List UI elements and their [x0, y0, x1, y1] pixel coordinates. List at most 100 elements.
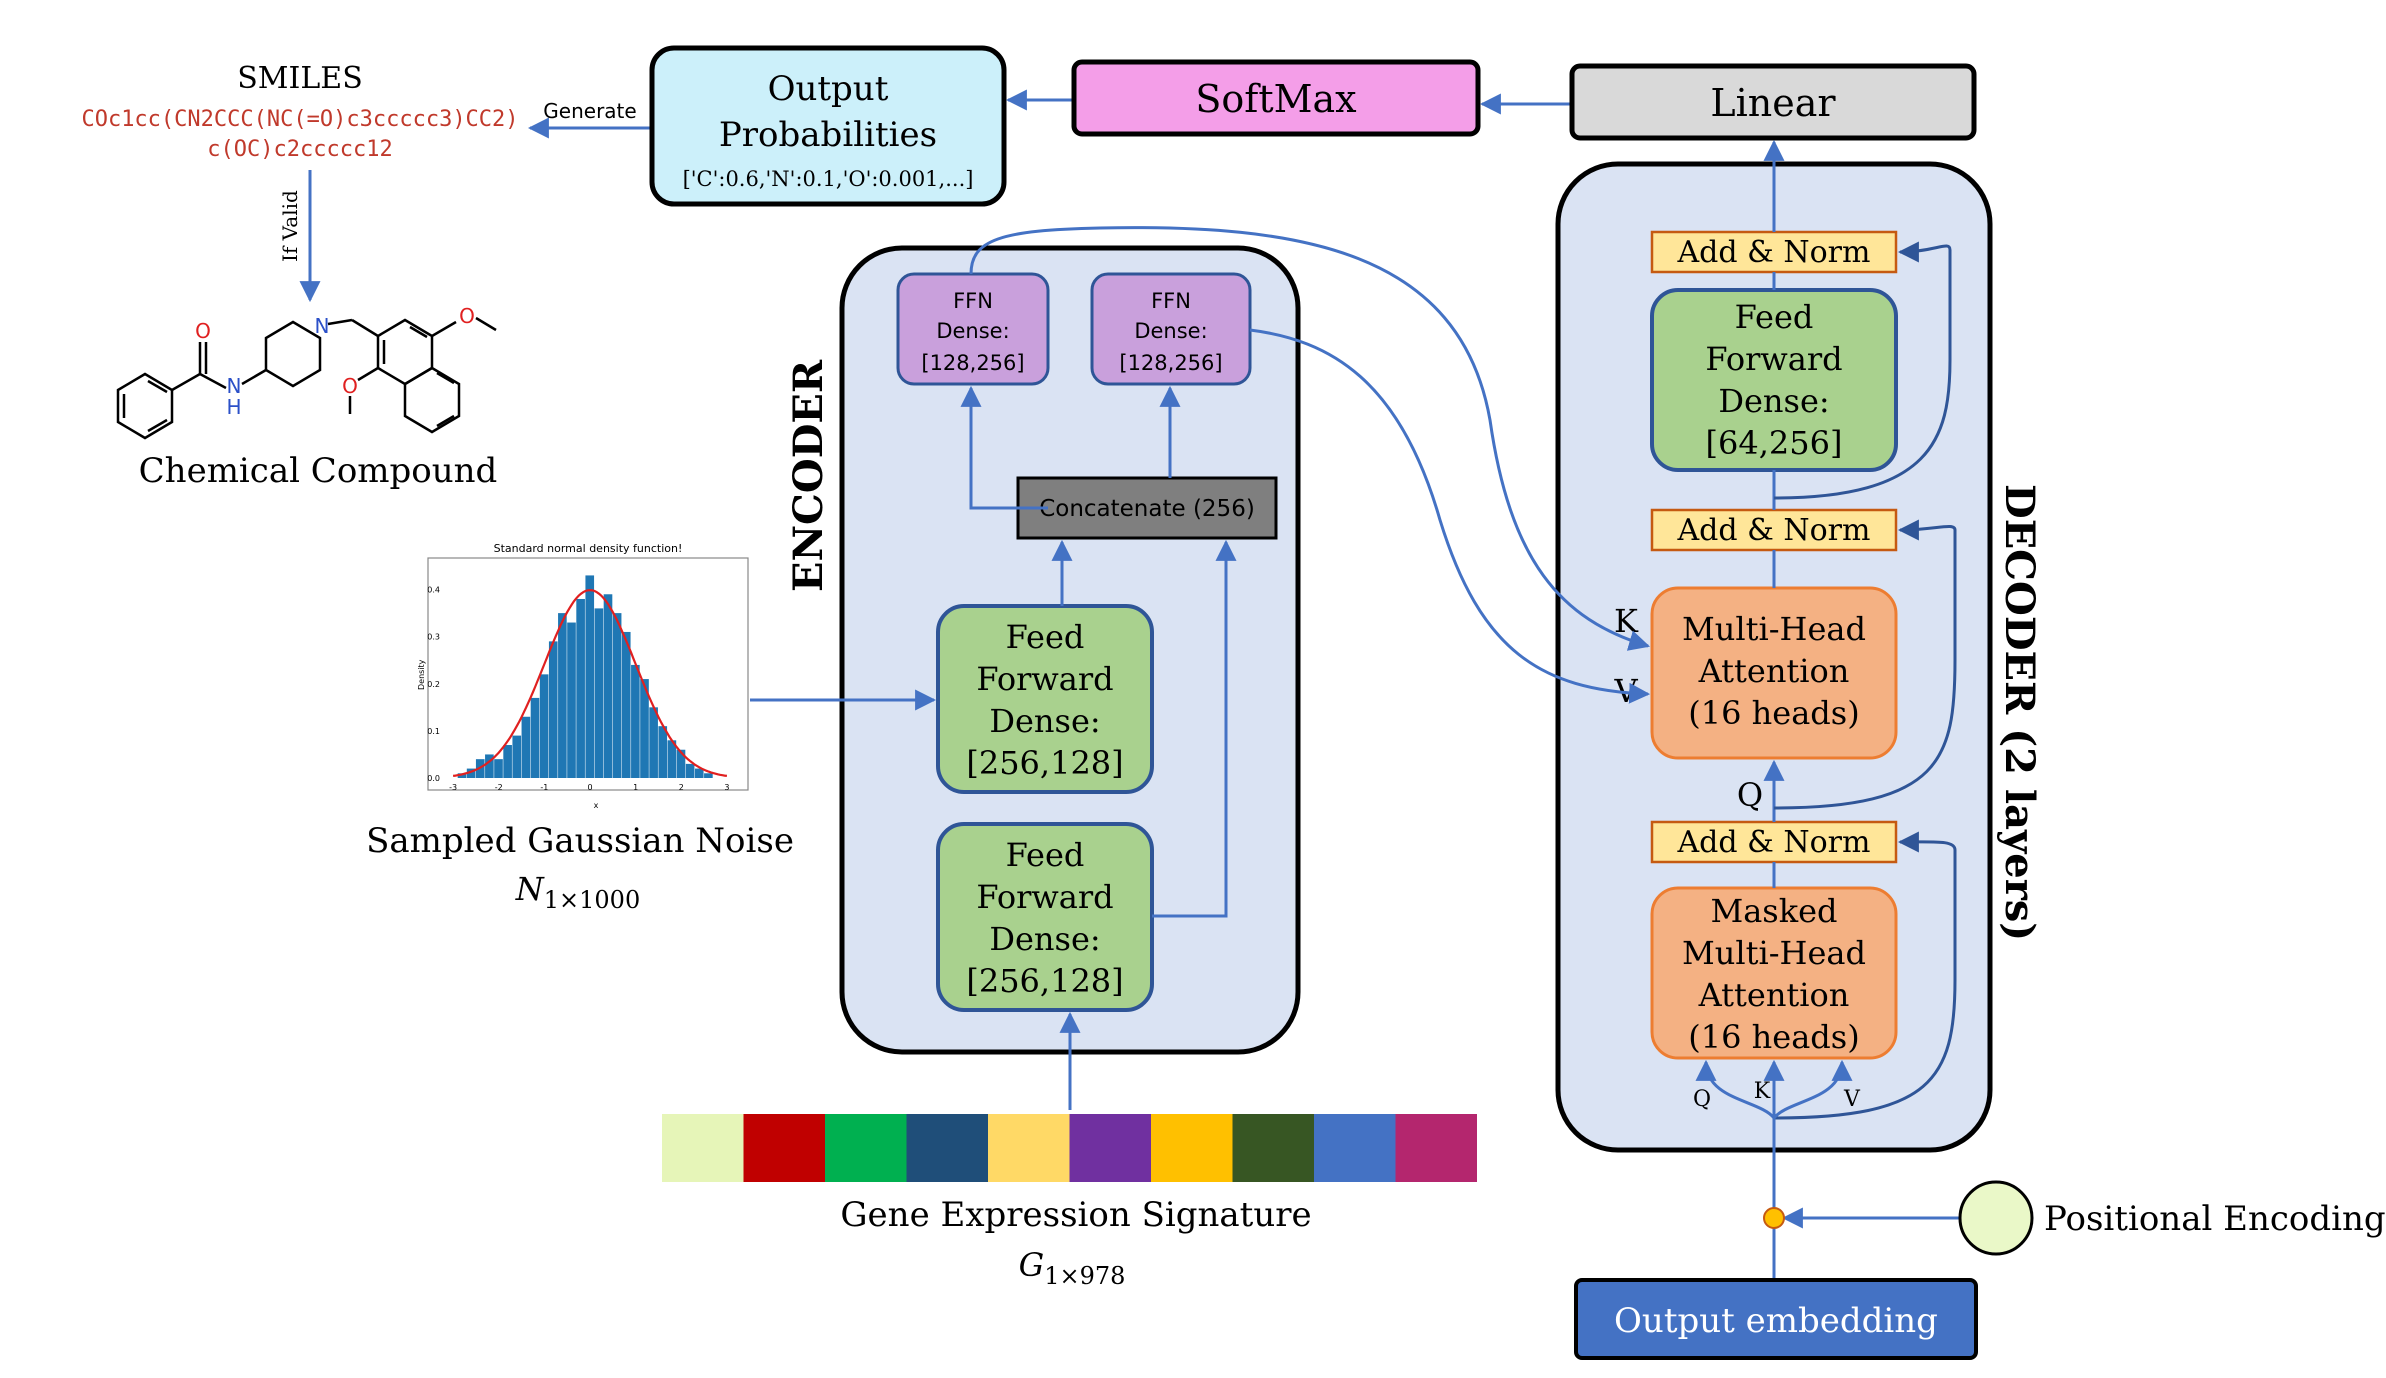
- histogram-title: Standard normal density function!: [494, 542, 683, 555]
- noise-math: N1×1000: [515, 870, 640, 914]
- gene-strip-cell: [1395, 1114, 1477, 1182]
- histogram-xticks: -3 -2 -1 0 1 2 3: [449, 783, 729, 792]
- linear-box: Linear: [1569, 63, 1977, 141]
- output-probabilities-line-2: Probabilities: [719, 115, 937, 155]
- gene-caption: Gene Expression Signature: [840, 1195, 1311, 1235]
- histogram-bar: [558, 613, 567, 778]
- molecule-structure: [116, 316, 497, 440]
- histogram-xtick-label: -3: [449, 783, 457, 792]
- gene-strip-cell: [1314, 1114, 1396, 1182]
- atom-o-methoxy-bottom: O: [342, 374, 358, 398]
- density-curve: [452, 588, 728, 777]
- histogram-ytick-label: 0.1: [427, 727, 440, 736]
- sum-node: [1763, 1207, 1785, 1229]
- histogram-bar: [466, 768, 476, 778]
- histogram-bar: [585, 575, 595, 778]
- residual-ff-arrow: [1773, 241, 1952, 500]
- histogram-bar: [631, 664, 640, 778]
- softmax-box: SoftMax: [1071, 59, 1481, 137]
- naphthalene-ring-a: [376, 318, 434, 386]
- masked-mha-line-4: (16 heads): [1688, 1018, 1859, 1056]
- histogram-bar: [539, 674, 549, 778]
- residual-masked-arrow: [1773, 831, 1957, 1120]
- add-norm-top-box: Add & Norm: [1650, 230, 1898, 274]
- masked-mha-line-3: Attention: [1698, 976, 1850, 1014]
- ffn-left-line-1: FFN: [953, 289, 993, 313]
- histogram-bars: [457, 575, 713, 778]
- ffn-left-line-3: [128,256]: [921, 351, 1024, 375]
- smiles-line-1: COc1cc(CN2CCC(NC(=O)c3ccccc3)CC2): [81, 107, 518, 132]
- decoder-ff-line-4: [64,256]: [1706, 424, 1843, 462]
- encoder-ff-bottom-line-3: Dense:: [989, 920, 1100, 958]
- encoder-ff-top-line-1: Feed: [1006, 618, 1085, 656]
- add-norm-bottom-label: Add & Norm: [1677, 825, 1871, 860]
- histogram-bar: [485, 754, 494, 778]
- piperidine-ring: [264, 320, 322, 388]
- atom-o-carbonyl: O: [195, 319, 211, 343]
- ffn-right-box: FFN Dense: [128,256]: [1090, 272, 1252, 386]
- gene-strip-cell: [988, 1114, 1070, 1182]
- gene-strip-cell: [825, 1114, 907, 1182]
- encoder-title: ENCODER: [785, 359, 832, 592]
- benzene-ring: [116, 372, 174, 440]
- gene-expression-strip: [662, 1114, 1477, 1182]
- histogram-ytick-label: 0.3: [427, 633, 440, 642]
- encoder-ff-top-line-4: [256,128]: [966, 744, 1123, 782]
- positional-encoding-label: Positional Encoding: [2044, 1199, 2386, 1239]
- output-probabilities-line-1: Output: [768, 69, 889, 109]
- histogram-bar: [494, 759, 503, 778]
- encoder-ff-top-box: Feed Forward Dense: [256,128]: [936, 604, 1154, 794]
- encoder-k-arrow: [969, 226, 1651, 651]
- masked-q-arrow: [1695, 1059, 1776, 1120]
- histogram-bar: [658, 726, 668, 778]
- gene-strip-cell: [906, 1114, 988, 1182]
- masked-mha-line-2: Multi-Head: [1682, 934, 1866, 972]
- output-probabilities-box: Output Probabilities ['C':0.6,'N':0.1,'O…: [649, 45, 1007, 207]
- ff-bottom-to-concat-arrow: [1152, 539, 1237, 918]
- ffn-right-line-1: FFN: [1151, 289, 1191, 313]
- residual-mha-arrow: [1773, 519, 1957, 810]
- add-norm-top-label: Add & Norm: [1677, 235, 1871, 270]
- histogram-xtick-label: -2: [495, 783, 503, 792]
- noise-histogram: Standard normal density function! Densit…: [417, 542, 749, 810]
- mha-q-label: Q: [1737, 776, 1763, 814]
- histogram-xtick-label: 1: [633, 783, 638, 792]
- histogram-bar: [704, 773, 713, 778]
- encoder-ff-bottom-line-4: [256,128]: [966, 962, 1123, 1000]
- gene-math-main: G: [1019, 1246, 1045, 1284]
- softmax-label: SoftMax: [1195, 77, 1356, 121]
- ffn-left-box: FFN Dense: [128,256]: [896, 272, 1050, 386]
- atom-o-methoxy-top: O: [459, 304, 475, 328]
- histogram-bar: [512, 735, 522, 778]
- gene-strip-cell: [743, 1114, 825, 1182]
- decoder-ff-line-3: Dense:: [1718, 382, 1829, 420]
- smiles-title: SMILES: [237, 61, 363, 96]
- noise-math-main: N: [515, 870, 545, 908]
- histogram-xtick-label: -1: [540, 783, 548, 792]
- histogram-xtick-label: 2: [679, 783, 684, 792]
- masked-v-arrow: [1772, 1059, 1853, 1120]
- add-norm-mid-box: Add & Norm: [1650, 508, 1898, 552]
- encoder-v-arrow: [1249, 328, 1651, 704]
- encoder-ff-top-line-3: Dense:: [989, 702, 1100, 740]
- histogram-bar: [649, 707, 658, 778]
- histogram-bar: [567, 622, 576, 778]
- output-probabilities-line-3: ['C':0.6,'N':0.1,'O':0.001,...]: [683, 167, 974, 191]
- histogram-xtick-label: 3: [724, 783, 729, 792]
- linear-label: Linear: [1710, 81, 1836, 125]
- masked-mha-box: Masked Multi-Head Attention (16 heads): [1650, 886, 1898, 1060]
- noise-caption: Sampled Gaussian Noise: [366, 821, 794, 861]
- if-valid-label: If Valid: [278, 190, 302, 262]
- histogram-xlabel: x: [594, 801, 599, 810]
- ffn-right-line-3: [128,256]: [1119, 351, 1222, 375]
- encoder-ff-bottom-line-1: Feed: [1006, 836, 1085, 874]
- concatenate-box: Concatenate (256): [1016, 476, 1278, 540]
- histogram-bar: [530, 697, 540, 778]
- decoder-ff-box: Feed Forward Dense: [64,256]: [1650, 288, 1898, 472]
- output-embedding-label: Output embedding: [1614, 1301, 1938, 1341]
- ffn-right-line-2: Dense:: [1134, 319, 1207, 343]
- histogram-xtick-label: 0: [587, 783, 592, 792]
- histogram-bar: [694, 768, 704, 778]
- concat-to-ffn-left-arrow: [960, 385, 1048, 510]
